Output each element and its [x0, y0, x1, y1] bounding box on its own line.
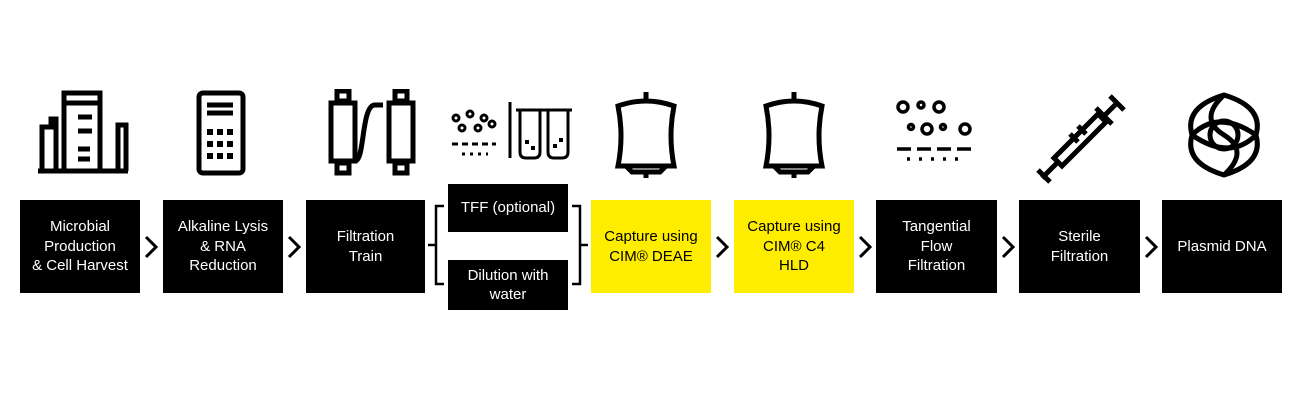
step-capture-cim-c4-hld: Capture using CIM® C4 HLD: [734, 200, 854, 293]
step-microbial-production: Microbial Production & Cell Harvest: [20, 200, 140, 293]
step-sterile-filtration: Sterile Filtration: [1019, 200, 1140, 293]
step-capture-cim-deae: Capture using CIM® DEAE: [591, 200, 711, 293]
step-filtration-train: Filtration Train: [306, 200, 425, 293]
calculator-icon: [195, 89, 251, 177]
step-tangential-flow-filtration: Tangential Flow Filtration: [876, 200, 997, 293]
factory-icon: [34, 89, 130, 175]
step-plasmid-dna: Plasmid DNA: [1162, 200, 1282, 293]
step-tff-optional: TFF (optional): [448, 184, 568, 232]
right-bracket: [570, 204, 588, 286]
chevron-right-icon: [1000, 234, 1016, 260]
particles-membrane-icon: [893, 97, 977, 167]
particles-tubes-icon: [448, 100, 572, 162]
syringe-icon: [1032, 92, 1128, 184]
chevron-right-icon: [1143, 234, 1159, 260]
chevron-right-icon: [143, 234, 159, 260]
monolith-column-icon: [612, 92, 682, 178]
step-alkaline-lysis: Alkaline Lysis & RNA Reduction: [163, 200, 283, 293]
chevron-right-icon: [286, 234, 302, 260]
chevron-right-icon: [714, 234, 730, 260]
filter-train-icon: [325, 89, 417, 179]
step-dilution-with-water: Dilution with water: [448, 260, 568, 310]
plasmid-icon: [1178, 89, 1270, 181]
left-bracket: [428, 204, 446, 286]
chevron-right-icon: [857, 234, 873, 260]
monolith-column-icon: [760, 92, 830, 178]
